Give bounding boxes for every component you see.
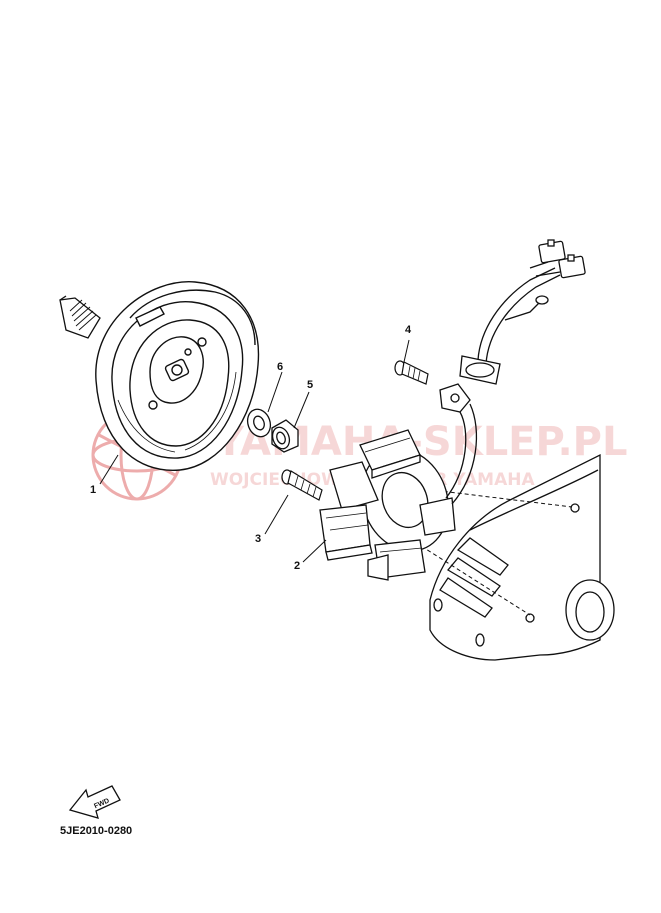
callout-clamp-bolt: 4 — [405, 324, 412, 336]
crankshaft-end — [59, 295, 101, 339]
nut — [271, 419, 299, 453]
crankcase — [379, 453, 615, 661]
callout-stator: 2 — [294, 560, 300, 572]
callout-rotor: 1 — [90, 484, 96, 496]
callout-stator-bolt: 3 — [255, 533, 261, 545]
callout-washer: 6 — [277, 361, 283, 373]
callout-nut: 5 — [307, 379, 313, 391]
fwd-arrow-icon: FWD — [68, 785, 121, 819]
clamp-bolt — [394, 360, 429, 385]
leader-lines — [99, 339, 410, 563]
wiring-harness — [439, 239, 586, 505]
rotor-assembly — [95, 281, 260, 471]
washer — [246, 408, 272, 438]
diagram-code: 5JE2010-0280 — [60, 825, 132, 837]
stator — [319, 429, 456, 581]
stator-screw — [281, 469, 323, 501]
